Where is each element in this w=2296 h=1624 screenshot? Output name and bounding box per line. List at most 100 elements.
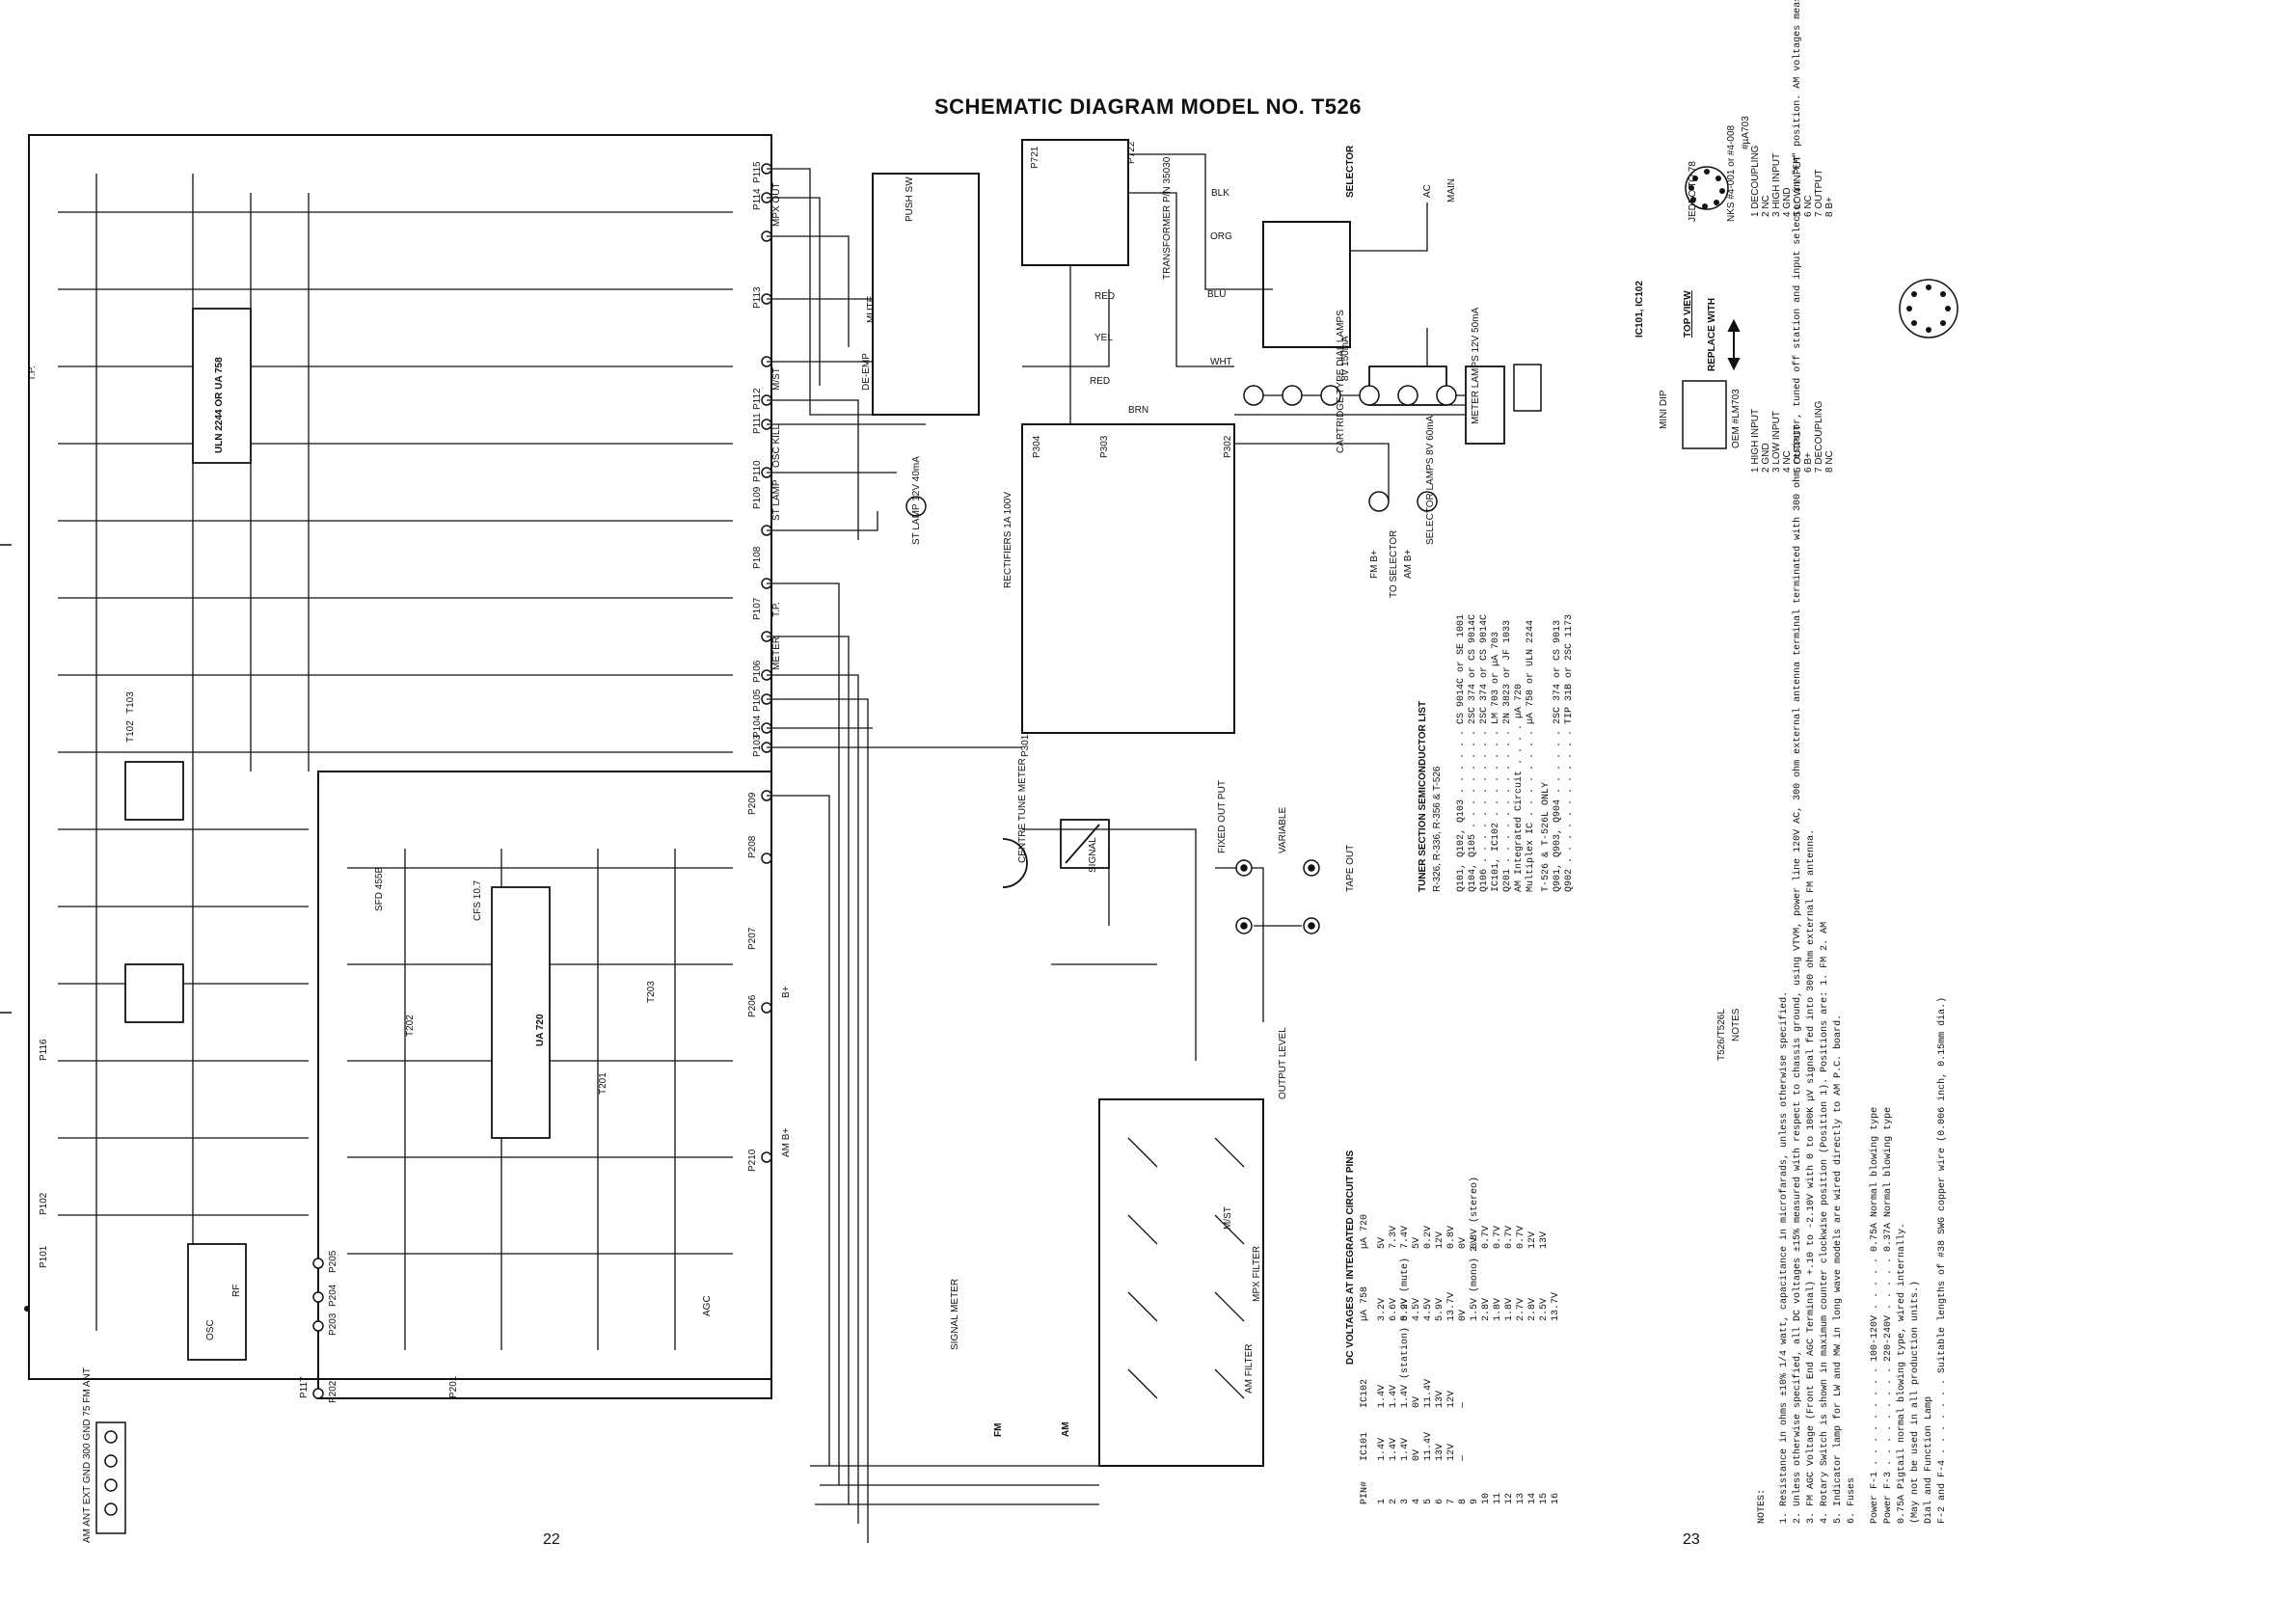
dc-table-cell: 0V bbox=[1412, 1395, 1422, 1408]
dc-table-cell: 5 bbox=[1423, 1498, 1434, 1504]
dc-table-cell: 5V bbox=[1377, 1236, 1388, 1249]
pin-p101: P101 bbox=[39, 1245, 49, 1268]
pinout-dots bbox=[1688, 169, 1951, 333]
dc-table-cell: 3.2V bbox=[1377, 1297, 1388, 1321]
m-st-switch-label: M/ST bbox=[1223, 1206, 1233, 1230]
t203-label: T203 bbox=[646, 981, 657, 1003]
selector-lamps-label: SELECTOR LAMPS 8V 60mA bbox=[1425, 415, 1436, 545]
notes-label: NOTES: bbox=[1757, 1488, 1768, 1524]
dc-table-cell: 12V bbox=[1446, 1443, 1457, 1461]
dc-table-cell: 13.7V bbox=[1551, 1291, 1561, 1321]
dc-table-cell: 0.8V bbox=[1446, 1225, 1457, 1249]
signal-meter-label: SIGNAL METER bbox=[950, 1278, 960, 1350]
semi-row: Q201 . . . . . . . . . . . . 2N 3823 or … bbox=[1502, 619, 1513, 892]
page-number-left: 22 bbox=[543, 1531, 560, 1548]
dc-table-cell: 15 bbox=[1539, 1492, 1550, 1504]
pin-p113: P113 bbox=[752, 286, 763, 309]
meter-lamps-label: METER LAMPS 12V 50mA bbox=[1471, 307, 1481, 424]
to-selector-label: TO SELECTOR bbox=[1389, 529, 1399, 598]
dc-table-cell: 0.7V bbox=[1516, 1225, 1526, 1249]
dc-table-cell: 12 bbox=[1504, 1492, 1515, 1504]
am-bplus-pin-label: AM B+ bbox=[781, 1127, 792, 1157]
ac-label: AC bbox=[1422, 184, 1433, 198]
de-emp-label: DE-EMP bbox=[861, 353, 872, 391]
dc-table-cell: 13V bbox=[1539, 1231, 1550, 1249]
t103-label: T103 bbox=[125, 691, 136, 714]
pin-p112: P112 bbox=[752, 388, 763, 410]
notes-model: T526/T526L bbox=[1716, 1009, 1727, 1061]
dc-table-cell: 2.5V bbox=[1539, 1297, 1550, 1321]
dc-table-cell: 1 bbox=[1377, 1498, 1388, 1504]
dc-table-cell: 0.7V bbox=[1504, 1225, 1515, 1249]
mute-label: MUTE bbox=[866, 295, 877, 323]
ic-am-ua720 bbox=[491, 886, 551, 1139]
pin-p106: P106 bbox=[752, 660, 763, 683]
note-line: 0.75A Pigtail normal blowing type, wired… bbox=[1897, 1222, 1907, 1524]
semi-row: Q902 . . . . . . . . . . . . TIP 31B or … bbox=[1564, 613, 1575, 892]
dial-lamps-rating: 8V 150mA bbox=[1340, 336, 1351, 381]
dc-table-cell: 11.4V bbox=[1423, 1378, 1434, 1408]
tape-out-label: TAPE OUT bbox=[1345, 844, 1356, 892]
semi-row: AM Integrated Circuit . . . . µA 720 bbox=[1514, 683, 1525, 892]
t102-label: T102 bbox=[125, 720, 136, 743]
t202-label: T202 bbox=[405, 1015, 416, 1037]
output-level-label: OUTPUT LEVEL bbox=[1278, 1027, 1288, 1099]
st-lamp-pin-label: ST LAMP bbox=[771, 479, 782, 521]
dc-table-cell: 2.8V bbox=[1527, 1297, 1538, 1321]
dc-table-cell: 12V bbox=[1435, 1231, 1445, 1249]
dc-table-cell: 12V bbox=[1446, 1390, 1457, 1408]
dc-table-cell: 0.7V bbox=[1481, 1225, 1492, 1249]
pin-p203: P203 bbox=[328, 1313, 338, 1336]
pin-p206: P206 bbox=[747, 994, 758, 1017]
rectifiers-label: RECTIFIERS 1A 100V bbox=[1003, 491, 1013, 588]
agc-label: AGC bbox=[702, 1295, 713, 1316]
ic102 bbox=[124, 963, 184, 1023]
centre-tune-label: CENTRE TUNE METER bbox=[1017, 758, 1028, 863]
pin-p102: P102 bbox=[39, 1192, 49, 1215]
semiconductor-list-subtitle: R-326, R-336, R-356 & T-526 bbox=[1432, 766, 1443, 892]
semi-row: T-526 & T-526L ONLY bbox=[1541, 781, 1552, 892]
push-switch-label: PUSH SW bbox=[905, 176, 915, 222]
pin-p205: P205 bbox=[328, 1250, 338, 1273]
pin-p208: P208 bbox=[747, 835, 758, 858]
dc-table-cell: 9 bbox=[1470, 1498, 1480, 1504]
semi-row: Q106 . . . . . . . . . . . . 2SC 374 or … bbox=[1479, 613, 1490, 892]
osc-kill-label: OSC KILL bbox=[771, 423, 782, 468]
dc-table-cell: 0V bbox=[1412, 1448, 1422, 1461]
bplus-pin-label: B+ bbox=[781, 986, 792, 998]
fixed-out-label: FIXED OUT PUT bbox=[1217, 780, 1228, 853]
main-label: MAIN bbox=[1446, 178, 1457, 203]
dc-table-header: IC102 bbox=[1360, 1378, 1370, 1408]
dc-table-cell: 1.4V bbox=[1389, 1384, 1399, 1408]
lamps bbox=[905, 385, 1457, 517]
diagram-title: SCHEMATIC DIAGRAM MODEL NO. T526 bbox=[934, 95, 1362, 119]
antenna-label: AM ANT EXT GND 300 GND 75 FM ANT bbox=[82, 1367, 93, 1543]
dc-table-cell: 0.2V bbox=[1423, 1225, 1434, 1249]
dc-table-cell: 7.3V bbox=[1389, 1225, 1399, 1249]
pin-p303: P303 bbox=[1099, 435, 1110, 458]
note-line: Power F-1 . . . . . . . . . 100-120V . .… bbox=[1870, 1106, 1880, 1524]
meter-pin-label: METER bbox=[771, 636, 782, 670]
dc-table-cell: 10 bbox=[1481, 1492, 1492, 1504]
output-jacks bbox=[1235, 859, 1320, 934]
st-lamp-label: ST LAMP 12V 40mA bbox=[911, 456, 922, 545]
pin-p204: P204 bbox=[328, 1284, 338, 1307]
am-bplus-label: AM B+ bbox=[1403, 549, 1414, 579]
pin-p209: P209 bbox=[747, 792, 758, 815]
ic101-ic102-label: IC101, IC102 bbox=[1634, 281, 1645, 338]
semi-row: Q901, Q903, Q904 . . . . . . 2SC 374 or … bbox=[1553, 619, 1563, 892]
wire-red-2: RED bbox=[1090, 376, 1111, 387]
dc-table-cell: 0.7V bbox=[1493, 1225, 1503, 1249]
pin-p105: P105 bbox=[752, 689, 763, 712]
wire-red-1: RED bbox=[1094, 291, 1116, 302]
rf-label: RF bbox=[231, 1284, 242, 1297]
wire-wht: WHT bbox=[1210, 357, 1232, 367]
wire-blu: BLU bbox=[1207, 289, 1227, 300]
note-line: 3. FM AGC Voltage (Front End AGC Termina… bbox=[1806, 828, 1817, 1524]
sfd455-label: SFD 455B bbox=[374, 866, 385, 911]
note-line: 5. Indicator lamp for LW and MW in long … bbox=[1833, 1014, 1844, 1524]
mpx-filter-label: MPX FILTER bbox=[1252, 1245, 1262, 1302]
pin-p302: P302 bbox=[1223, 435, 1233, 458]
dc-table-cell: 6.6V bbox=[1389, 1297, 1399, 1321]
dc-table-cell: 1.8V bbox=[1493, 1297, 1503, 1321]
